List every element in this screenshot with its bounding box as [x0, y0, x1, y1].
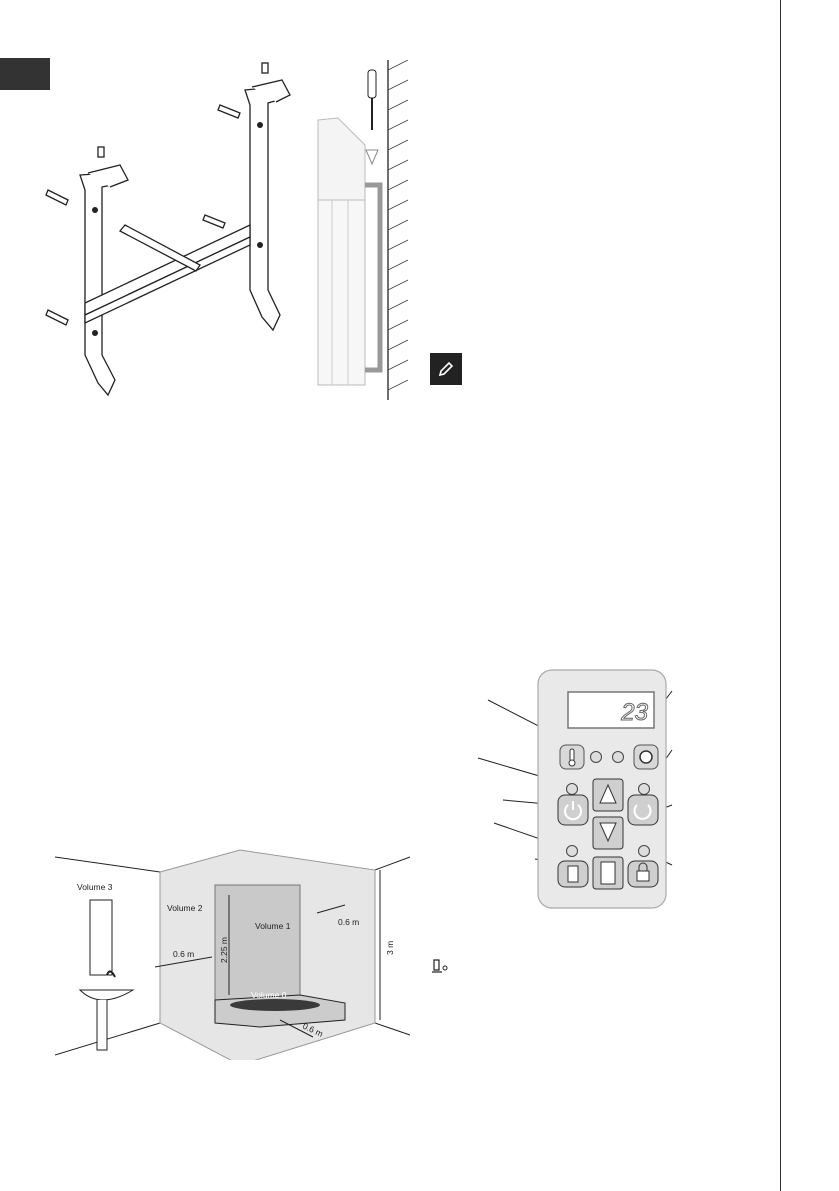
page-edge-line — [780, 0, 781, 1191]
eco-icon — [639, 750, 653, 764]
lock-icon — [636, 862, 650, 882]
timer-icon — [633, 804, 652, 820]
dim-right: 0.6 m — [338, 917, 359, 927]
label-volume-0: Volume 0 — [251, 990, 287, 1000]
dim-side: 0.6 m — [173, 949, 194, 959]
control-panel-illustration: 23 — [477, 669, 673, 909]
pencil-icon — [430, 353, 462, 385]
wall-mount-illustration — [317, 60, 409, 400]
bathroom-volumes-diagram: Volume 3 Volume 2 Volume 1 Volume 0 0.6 … — [55, 849, 411, 1060]
bracket-illustration — [45, 62, 291, 397]
language-tab — [0, 58, 50, 90]
power-icon — [564, 801, 582, 821]
label-volume-3: Volume 3 — [77, 882, 113, 892]
thermometer-icon — [568, 748, 576, 767]
window-icon — [567, 861, 616, 885]
dim-height-shower: 2.25 m — [219, 937, 229, 963]
label-volume-2: Volume 2 — [167, 903, 203, 913]
pilot-wire-icon — [432, 959, 448, 973]
display-readout: 23 — [620, 699, 648, 726]
label-volume-1: Volume 1 — [255, 921, 291, 931]
dim-height-room: 3 m — [385, 941, 395, 955]
